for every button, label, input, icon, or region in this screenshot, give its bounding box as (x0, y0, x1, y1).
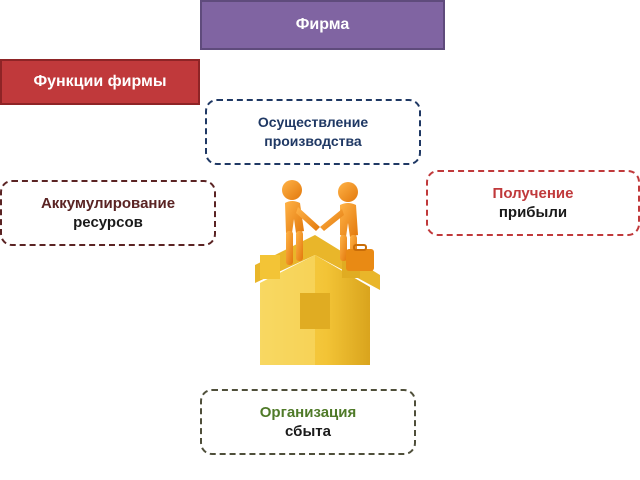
node-accumulation: Аккумулирование ресурсов (0, 180, 216, 246)
house-icon (255, 235, 380, 365)
node-profit: Получение прибыли (426, 170, 640, 236)
house-handshake-illustration (255, 180, 380, 365)
functions-label-text: Функции фирмы (33, 73, 167, 90)
person-left-icon (282, 180, 320, 265)
node-sales-line2: сбыта (285, 423, 331, 440)
node-accumulation-line2: ресурсов (73, 214, 143, 231)
node-production-line2: производства (264, 133, 362, 149)
node-production: Осуществление производства (205, 99, 421, 165)
node-profit-line2: прибыли (498, 204, 568, 221)
node-sales: Организация сбыта (200, 389, 416, 455)
firm-title: Фирма (200, 0, 445, 50)
node-profit-line1: Получение (492, 185, 574, 202)
functions-label: Функции фирмы (0, 59, 200, 105)
firm-title-text: Фирма (295, 16, 350, 33)
person-right-icon (320, 182, 374, 271)
node-sales-line1: Организация (259, 404, 357, 421)
node-production-line1: Осуществление (257, 114, 369, 130)
node-accumulation-line1: Аккумулирование (40, 195, 176, 212)
